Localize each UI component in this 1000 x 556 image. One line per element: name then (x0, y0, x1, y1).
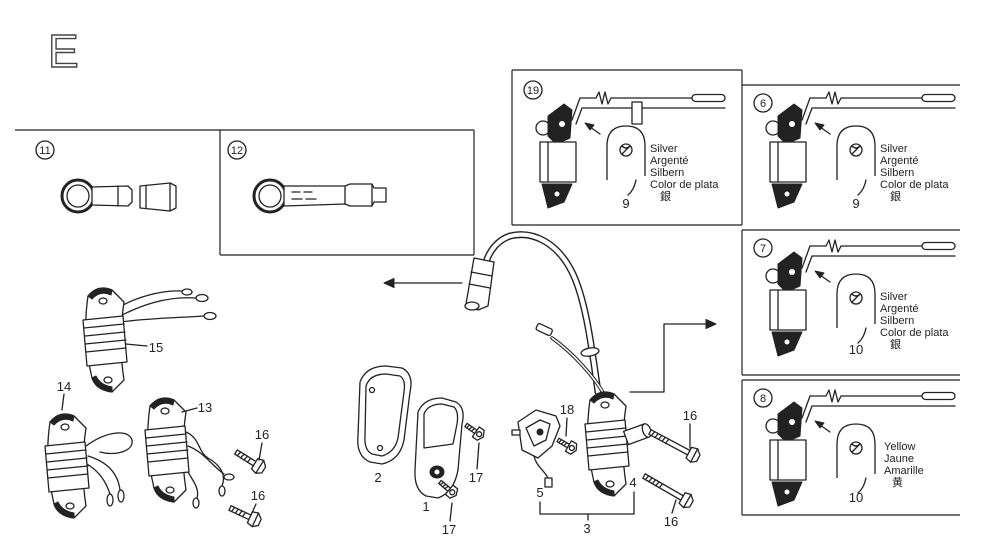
callout-label: 4 (629, 475, 636, 490)
badge-number: 7 (760, 243, 766, 255)
sleeve-part-number: 9 (622, 196, 629, 211)
color-name: 銀 (890, 189, 901, 203)
sleeve-part-number: 10 (849, 342, 863, 357)
bolt-16 (639, 468, 697, 511)
color-name: Silbern (880, 315, 914, 327)
sleeve-part-number: 9 (852, 196, 859, 211)
color-name: Argenté (880, 155, 919, 167)
color-name: Argenté (650, 155, 689, 167)
color-name: Silver (880, 291, 908, 303)
bolt-16 (231, 444, 269, 477)
inset-badge-12: 12 (227, 140, 247, 160)
color-name: Silver (650, 143, 678, 155)
leader-lines (61, 343, 691, 522)
screw-17 (461, 419, 488, 443)
assembly-bracket-3 (539, 491, 635, 521)
ignition-coil-15 (82, 287, 217, 393)
coil-variant-sketch (765, 389, 956, 507)
color-name: Yellow (884, 441, 915, 453)
high-tension-lead (482, 231, 602, 396)
sleeve-part-number: 10 (849, 490, 863, 505)
callout-label: 13 (198, 400, 212, 415)
color-name: Argenté (880, 303, 919, 315)
badge-number: 8 (760, 393, 766, 405)
callout-label: 15 (149, 340, 163, 355)
callout-label: 5 (536, 485, 543, 500)
callout-label: 18 (560, 402, 574, 417)
color-variant-6: 6 9 Silver Argenté Silbern Color de plat… (753, 91, 956, 211)
section-letter: E (48, 25, 79, 77)
callout-label: 17 (442, 522, 456, 537)
color-name: Silbern (650, 167, 684, 179)
color-name: Jaune (884, 453, 914, 465)
callouts: 15 14 13 16 16 2 1 17 17 18 16 5 4 3 16 (57, 340, 697, 537)
inset-badge-11: 11 (35, 140, 55, 160)
ignition-coil-14 (44, 413, 133, 519)
color-name: Color de plata (880, 327, 949, 339)
inset-arrow (383, 278, 463, 288)
badge-number: 19 (527, 85, 539, 97)
ignition-coil-4 (584, 391, 630, 497)
plate-2 (357, 365, 412, 465)
badge-number: 11 (39, 145, 50, 157)
cover-1 (414, 397, 464, 499)
bracket-5 (511, 409, 561, 488)
color-variant-8: 8 10 Yellow Jaune Amarille 黄 (753, 388, 956, 507)
color-name: Silbern (880, 167, 914, 179)
inset-frame (15, 129, 475, 256)
bolt-16 (226, 500, 264, 530)
callout-label: 2 (374, 470, 381, 485)
callout-label: 14 (57, 379, 71, 394)
callout-label: 16 (683, 408, 697, 423)
color-name: Amarille (884, 465, 924, 477)
color-name: Silver (880, 143, 908, 155)
color-variant-7: 7 10 Silver Argenté Silbern Color de pla… (753, 238, 956, 357)
color-name: 銀 (890, 337, 901, 351)
callout-label: 17 (469, 470, 483, 485)
callout-label: 3 (583, 521, 590, 536)
color-name: Color de plata (650, 179, 719, 191)
color-name: Color de plata (880, 179, 949, 191)
variant-arrow (629, 319, 717, 393)
color-name: 銀 (660, 189, 671, 203)
color-variant-19: 19 9 Silver Argenté Silbern Color de pla… (523, 80, 726, 211)
spark-plug-cap-11 (60, 178, 177, 214)
callout-label: 16 (251, 488, 265, 503)
color-name: 黄 (892, 475, 903, 489)
spark-plug-cap (464, 257, 495, 311)
screw-18 (554, 434, 580, 457)
callout-label: 1 (422, 499, 429, 514)
ignition-coil-13 (144, 397, 235, 509)
badge-number: 6 (760, 98, 766, 110)
bolt-16 (645, 424, 703, 466)
spark-plug-cap-12 (252, 178, 387, 214)
variant-frame (511, 69, 960, 516)
plug-cap-sketch (631, 101, 643, 125)
callout-label: 16 (664, 514, 678, 529)
badge-number: 12 (231, 145, 243, 157)
callout-label: 16 (255, 427, 269, 442)
